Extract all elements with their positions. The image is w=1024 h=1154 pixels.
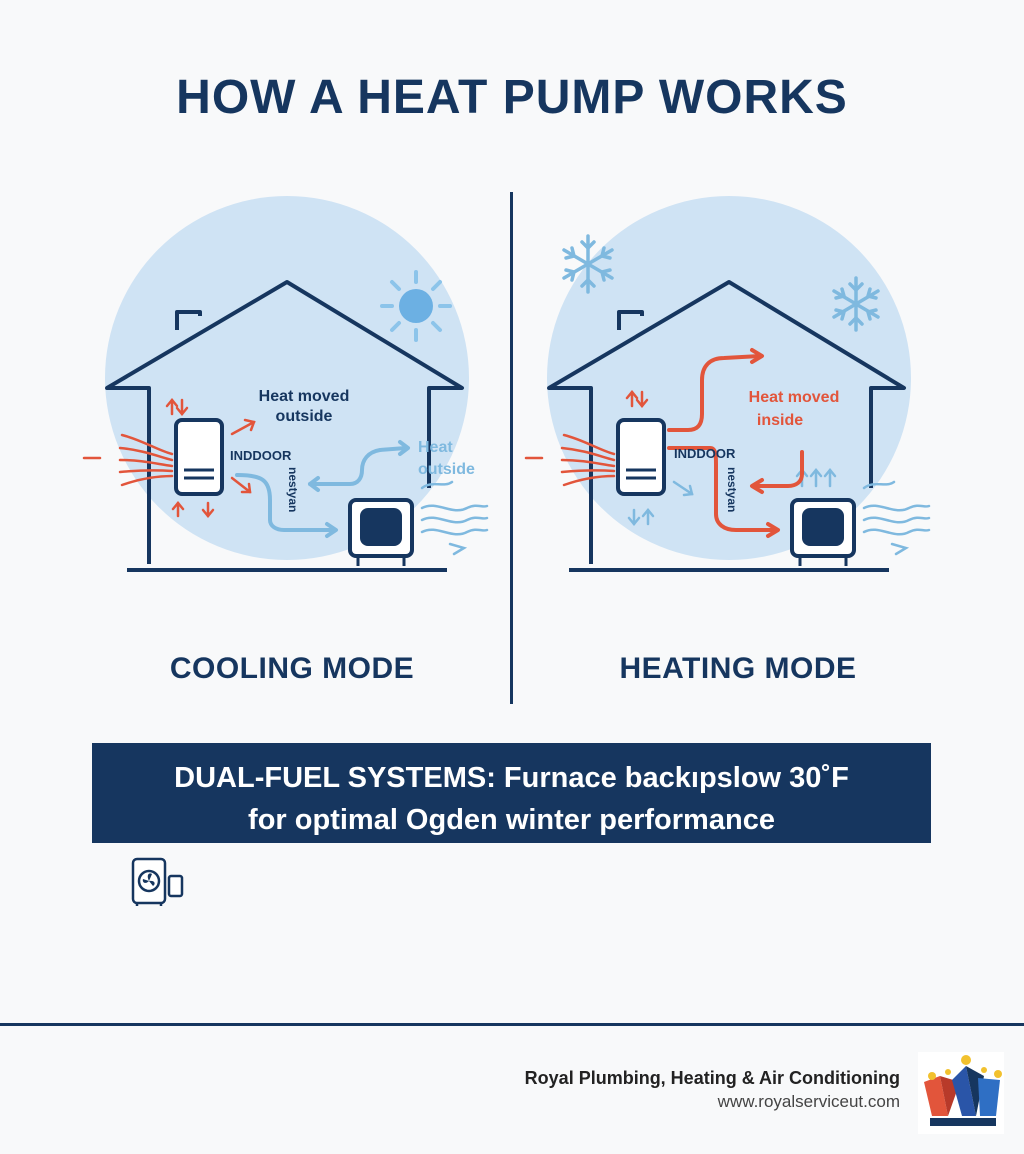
snowflake-icon-small [832,276,880,332]
heating-blue-airflow [862,480,931,556]
cooling-panel: Heat moved outside INDDOOR nestyan Heat … [72,196,512,600]
cooling-heat-label-2: outside [418,461,475,478]
cooling-indoor-label: INDDOOR [230,448,292,463]
indoor-unit [616,418,666,496]
heating-red-refrigerant [667,348,804,538]
heating-panel: Heat moved inside INDDOOR nestyan [514,196,954,600]
heating-heat-moved-label-2: inside [757,412,803,429]
heating-red-airflow [524,390,649,487]
heating-pipe-label: nestyan [725,467,739,512]
banner-line-2: for optimal Ogden winter performance [248,804,775,836]
indoor-unit [174,418,224,496]
cooling-heat-label: Heat [418,439,453,456]
page-title: HOW A HEAT PUMP WORKS [176,71,848,124]
cooling-red-airflow [82,398,256,518]
footer-rule [0,1023,1024,1026]
heat-pump-unit-icon [128,856,190,913]
panel-divider [510,192,513,704]
heating-heat-moved-label: Heat moved [749,389,840,406]
dual-fuel-banner: DUAL-FUEL SYSTEMS: Furnace backıpslow 30… [92,743,931,843]
outdoor-unit [348,498,414,566]
snowflake-icon [562,234,614,294]
heating-indoor-label: INDDOOR [674,446,736,461]
cooling-heat-moved-label: Heat moved [259,388,350,405]
heating-mode-label: HEATING MODE [619,652,857,685]
house-outline [105,280,464,572]
house-outline [547,280,906,572]
cooling-blue-airflow [420,480,489,556]
sun-icon [380,270,452,342]
company-website[interactable]: www.royalserviceut.com [717,1092,900,1111]
outdoor-unit [790,498,856,566]
cooling-pipe-label: nestyan [286,467,300,512]
royal-crown-logo [918,1052,1004,1139]
banner-line-1: DUAL-FUEL SYSTEMS: Furnace backıpslow 30… [174,762,849,794]
cooling-heat-moved-label-2: outside [276,408,333,425]
heating-diagram: Heat moved inside INDDOOR nestyan [524,196,931,572]
cooling-diagram: Heat moved outside INDDOOR nestyan Heat … [82,196,489,572]
company-name: Royal Plumbing, Heating & Air Conditioni… [524,1068,900,1088]
cooling-blue-refrigerant [235,440,410,538]
cooling-mode-label: COOLING MODE [169,652,415,685]
